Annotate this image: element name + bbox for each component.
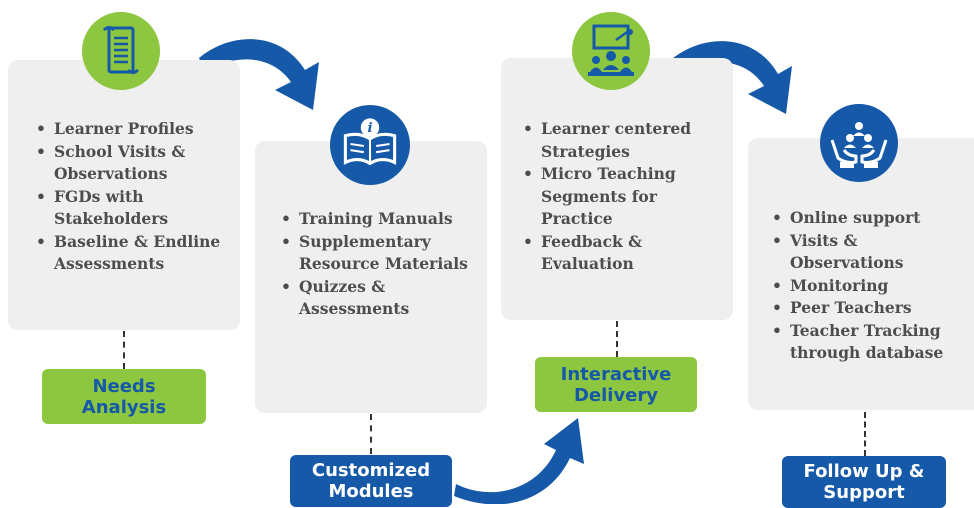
open-book-info-icon: i — [330, 105, 410, 185]
label-line: Modules — [328, 481, 414, 502]
label-line: Support — [823, 482, 905, 503]
interactive-delivery-card: Learner centered Strategies Micro Teachi… — [501, 58, 733, 320]
list-item: Training Manuals — [277, 208, 477, 231]
label-line: Needs — [92, 375, 156, 397]
list-item: Feedback & Evaluation — [519, 231, 719, 276]
flow-arrow-3-icon — [454, 418, 584, 504]
interactive-delivery-list: Learner centered Strategies Micro Teachi… — [519, 118, 719, 276]
list-item: Supplementary Resource Materials — [277, 231, 477, 276]
list-item: School Visits & Observations — [32, 141, 232, 186]
list-item: Quizzes & Assessments — [277, 276, 477, 321]
label-line: Follow Up & — [803, 461, 925, 482]
hands-support-group-icon — [820, 104, 898, 182]
classroom-presentation-icon — [572, 12, 650, 90]
list-item: Visits & Observations — [768, 230, 970, 275]
scroll-document-icon — [82, 12, 160, 90]
label-line: Interactive — [560, 363, 672, 385]
list-item: Baseline & Endline Assessments — [32, 231, 232, 276]
label-line: Delivery — [573, 384, 659, 406]
needs-analysis-card: Learner Profiles School Visits & Observa… — [8, 60, 240, 330]
flow-arrow-1-icon — [199, 39, 319, 110]
list-item: Learner centered Strategies — [519, 118, 719, 163]
list-item: Peer Teachers — [768, 297, 970, 320]
connector-line — [123, 331, 125, 369]
list-item: Teacher Tracking through database — [768, 320, 970, 365]
label-line: Analysis — [81, 396, 167, 418]
follow-up-support-card: Online support Visits & Observations Mon… — [748, 138, 974, 410]
follow-up-support-list: Online support Visits & Observations Mon… — [768, 207, 970, 365]
customized-modules-card: Training Manuals Supplementary Resource … — [255, 141, 487, 413]
connector-line — [864, 412, 866, 456]
list-item: Online support — [768, 207, 970, 230]
list-item: FGDs with Stakeholders — [32, 186, 232, 231]
connector-line — [616, 321, 618, 357]
needs-analysis-list: Learner Profiles School Visits & Observa… — [32, 118, 232, 276]
customized-modules-list: Training Manuals Supplementary Resource … — [277, 208, 477, 321]
list-item: Monitoring — [768, 275, 970, 298]
svg-text:i: i — [367, 120, 372, 136]
list-item: Learner Profiles — [32, 118, 232, 141]
connector-line — [370, 414, 372, 454]
follow-up-support-label: Follow Up &Support — [782, 456, 946, 508]
list-item: Micro Teaching Segments for Practice — [519, 163, 719, 231]
label-line: Customized — [311, 460, 431, 481]
